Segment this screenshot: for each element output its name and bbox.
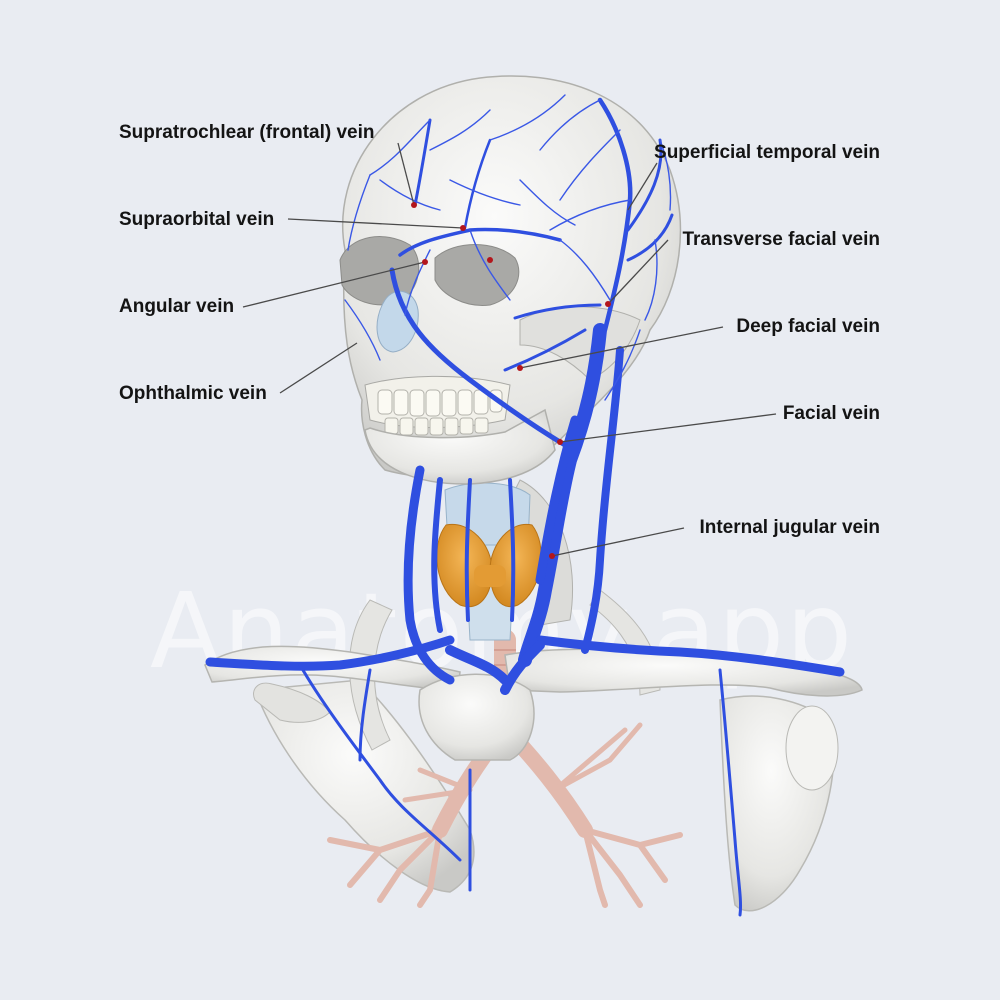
marker-transverse-facial — [605, 301, 611, 307]
marker-facial — [557, 439, 563, 445]
label-supraorbital-vein: Supraorbital vein — [119, 209, 275, 230]
marker-angular — [422, 259, 428, 265]
label-supratrochlear-vein: Supratrochlear (frontal) vein — [119, 122, 375, 143]
marker-ophthalmic — [487, 257, 493, 263]
marker-supratrochlear — [411, 202, 417, 208]
label-ophthalmic-vein: Ophthalmic vein — [119, 383, 267, 404]
label-transverse-facial-vein: Transverse facial vein — [682, 229, 880, 250]
lower-teeth — [384, 417, 489, 436]
label-deep-facial-vein: Deep facial vein — [736, 316, 880, 337]
veins — [205, 97, 845, 917]
point-markers — [411, 202, 611, 559]
marker-internal-jugular — [549, 553, 555, 559]
label-facial-vein: Facial vein — [782, 403, 880, 424]
label-internal-jugular-vein: Internal jugular vein — [699, 517, 880, 538]
leader-lines — [242, 142, 777, 557]
marker-supraorbital — [460, 225, 466, 231]
skull — [339, 75, 682, 485]
manubrium — [418, 673, 535, 761]
vein-branches — [344, 94, 672, 401]
marker-deep-facial — [517, 365, 523, 371]
label-superficial-temporal-vein: Superficial temporal vein — [654, 142, 880, 163]
right-scapula — [719, 695, 839, 912]
upper-teeth — [377, 389, 503, 417]
thyroid-gland — [436, 523, 542, 607]
label-angular-vein: Angular vein — [119, 296, 235, 317]
